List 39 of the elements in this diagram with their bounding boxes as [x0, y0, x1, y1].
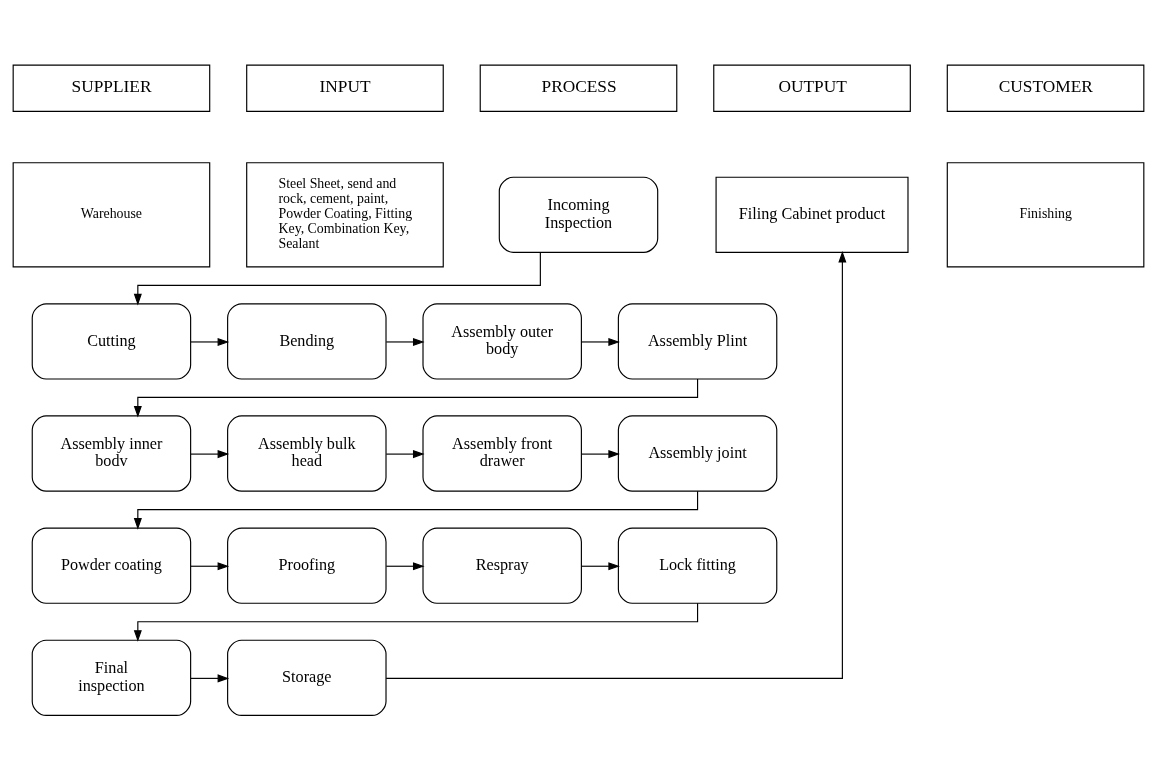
node-box: Assembly joint	[617, 414, 778, 492]
arrow	[133, 490, 699, 530]
arrow	[385, 337, 425, 346]
arrow	[190, 673, 230, 682]
label: Finishing	[1019, 205, 1072, 221]
node-box: Assembly inner bodv	[31, 414, 192, 492]
node-box: Respray	[422, 527, 582, 604]
arrow	[385, 449, 425, 458]
label: CUSTOMER	[998, 76, 1093, 96]
node-box: Assembly front drawer	[422, 414, 582, 492]
node-box: Assembly outer body	[422, 302, 582, 380]
label: Warehouse	[80, 205, 143, 221]
node-box: Powder coating	[31, 527, 192, 604]
node-box: Storage	[227, 639, 387, 716]
arrow	[190, 337, 230, 346]
arrow	[190, 561, 230, 570]
arrow	[581, 337, 620, 346]
node-box: Incoming Inspection	[498, 176, 659, 253]
arrow	[190, 449, 230, 458]
label: OUTPUT	[778, 76, 847, 96]
node-box: Proofing	[227, 527, 387, 604]
arrow	[581, 561, 620, 570]
arrow	[581, 449, 620, 458]
label: PROCESS	[541, 76, 617, 96]
label: Steel Sheet, send and rock, cement, paint, Powder Coating, Fitting Key, Combination Key, Sealant	[278, 175, 413, 251]
arrow	[385, 250, 847, 679]
node-box: Final inspection	[31, 639, 192, 716]
node-box: Filing Cabinet product	[715, 176, 909, 253]
node-box: Assembly bulk head	[227, 414, 387, 492]
arrow	[385, 561, 425, 570]
node-box: Bending	[227, 302, 387, 380]
node-box: Cutting	[31, 302, 192, 380]
arrow	[133, 602, 699, 642]
node-box: Assembly Plint	[617, 302, 778, 380]
arrow	[133, 378, 699, 418]
label: INPUT	[319, 76, 371, 96]
arrow	[133, 251, 541, 305]
node-box: Lock fitting	[617, 527, 778, 604]
label: SUPPLIER	[71, 76, 152, 96]
